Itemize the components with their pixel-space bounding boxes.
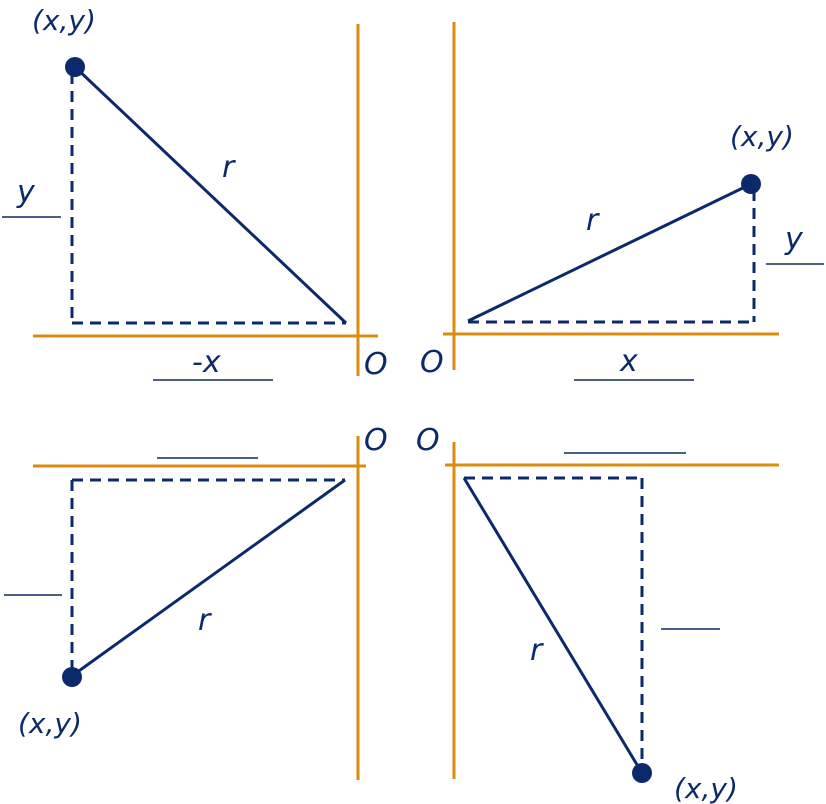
point-label: (x,y) <box>18 707 82 740</box>
origin-label: O <box>416 423 440 458</box>
vertical-label: y <box>784 222 804 257</box>
quadrant-top-right: (x,y) r y x O <box>420 22 824 381</box>
quadrant-bottom-right: (x,y) r O <box>416 423 779 804</box>
radius-line <box>467 182 752 323</box>
origin-label: O <box>364 423 388 458</box>
radius-line <box>75 478 346 675</box>
quadrant-bottom-left: (x,y) r O <box>4 423 388 780</box>
point-label: (x,y) <box>32 4 96 37</box>
r-label: r <box>530 633 544 668</box>
radius-line <box>73 65 348 325</box>
radius-line <box>462 477 641 769</box>
vertical-label: y <box>16 175 36 210</box>
r-label: r <box>198 603 212 638</box>
origin-label: O <box>420 345 444 380</box>
horizontal-label: x <box>619 344 638 379</box>
point-marker <box>62 667 82 687</box>
point-marker <box>632 763 652 783</box>
r-label: r <box>586 203 600 238</box>
origin-label: O <box>364 347 388 382</box>
point-label: (x,y) <box>730 120 794 153</box>
point-marker <box>65 57 85 77</box>
point-marker <box>741 174 761 194</box>
horizontal-label: -x <box>192 345 221 380</box>
point-label: (x,y) <box>674 772 738 804</box>
r-label: r <box>222 150 236 185</box>
quadrant-top-left: (x,y) r y -x O <box>2 4 388 382</box>
